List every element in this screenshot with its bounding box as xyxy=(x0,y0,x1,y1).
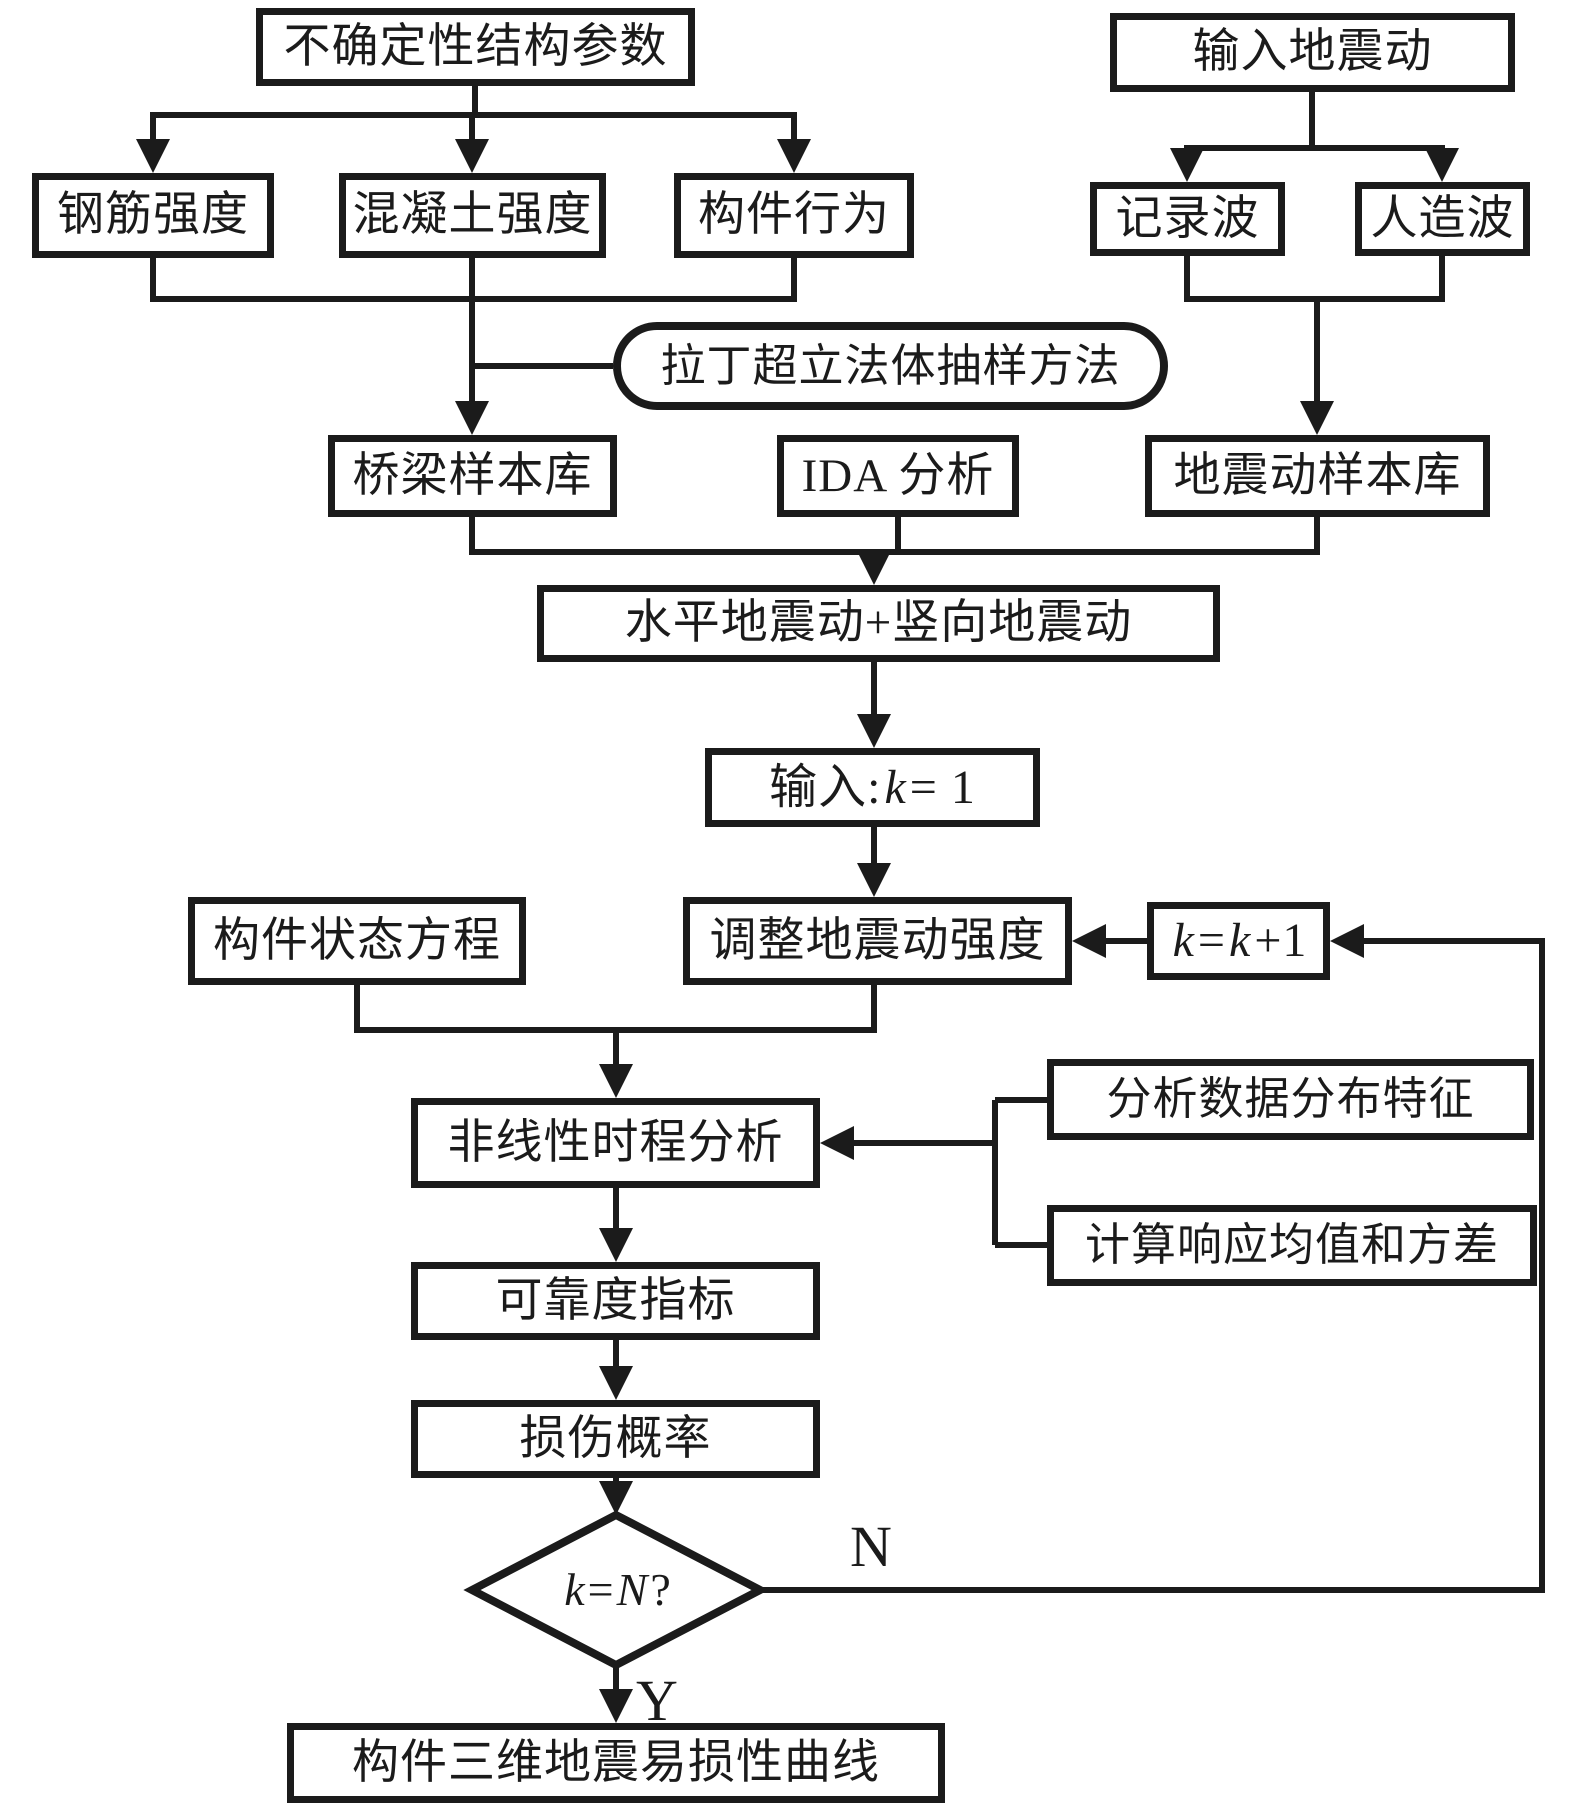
node-decision-k-equals-n: k = N ? xyxy=(472,1550,760,1630)
node-compute-mean-variance: 计算响应均值和方差 xyxy=(1047,1205,1537,1286)
node-input-ground-motion-label: 输入地震动 xyxy=(1192,26,1433,78)
node-adjust-intensity-label: 调整地震动强度 xyxy=(709,914,1046,967)
node-ida-analysis-label: IDA 分析 xyxy=(801,449,995,502)
arrowhead-fragility xyxy=(599,1689,633,1723)
init-k-prefix: 输入: xyxy=(769,760,882,814)
arrowhead-increment xyxy=(1330,924,1364,958)
node-adjust-intensity: 调整地震动强度 xyxy=(683,897,1072,985)
arrowhead-concrete xyxy=(455,139,489,173)
node-nonlinear-time-history-label: 非线性时程分析 xyxy=(447,1116,784,1169)
node-component-behavior: 构件行为 xyxy=(674,173,914,258)
node-ida-analysis: IDA 分析 xyxy=(777,435,1019,517)
node-horizontal-plus-vertical: 水平地震动+竖向地震动 xyxy=(537,585,1220,662)
arrowhead-gm-library xyxy=(1300,401,1334,435)
edge-wave-merge xyxy=(1184,256,1445,403)
decision-op: = xyxy=(587,1564,614,1615)
branch-label-yes: Y xyxy=(636,1668,678,1733)
node-bridge-sample-library-label: 桥梁样本库 xyxy=(352,449,593,502)
init-k-var: k xyxy=(884,760,907,814)
arrowhead-decision xyxy=(599,1481,633,1515)
node-concrete-strength-label: 混凝土强度 xyxy=(352,189,593,241)
node-rebar-strength: 钢筋强度 xyxy=(32,173,274,258)
node-lhs-method-label: 拉丁超立法体抽样方法 xyxy=(660,340,1121,391)
decision-rest: ? xyxy=(650,1564,671,1615)
node-rebar-strength-label: 钢筋强度 xyxy=(57,189,249,241)
node-damage-probability-label: 损伤概率 xyxy=(519,1412,712,1465)
node-artificial-wave: 人造波 xyxy=(1355,182,1530,256)
node-concrete-strength: 混凝土强度 xyxy=(339,173,606,258)
edge-sample-merge xyxy=(469,517,1320,555)
node-artificial-wave-label: 人造波 xyxy=(1370,192,1515,245)
node-init-k: 输入: k = 1 xyxy=(705,748,1040,827)
edge-uncertain-merge xyxy=(150,258,797,403)
arrowhead-damage xyxy=(599,1366,633,1400)
arrowhead-artificial xyxy=(1425,148,1459,182)
decision-v2: N xyxy=(616,1564,648,1615)
edge-feedback-loop xyxy=(760,938,1545,1593)
arrowhead-rebar xyxy=(136,139,170,173)
increment-k-v2: k xyxy=(1229,914,1252,967)
node-recorded-wave-label: 记录波 xyxy=(1115,192,1260,245)
arrowhead-init xyxy=(857,714,891,748)
node-component-state-equation-label: 构件状态方程 xyxy=(213,914,501,967)
node-reliability-index-label: 可靠度指标 xyxy=(495,1274,736,1327)
edge-params-split xyxy=(150,86,797,140)
node-fragility-curve-label: 构件三维地震易损性曲线 xyxy=(352,1736,880,1789)
node-damage-probability: 损伤概率 xyxy=(411,1400,820,1478)
node-component-state-equation: 构件状态方程 xyxy=(188,897,526,985)
increment-k-rest: +1 xyxy=(1254,914,1308,967)
node-ground-motion-sample-library-label: 地震动样本库 xyxy=(1173,449,1462,502)
node-analyze-distribution-label: 分析数据分布特征 xyxy=(1106,1074,1475,1124)
branch-label-no: N xyxy=(850,1514,892,1579)
node-input-ground-motion: 输入地震动 xyxy=(1110,13,1515,92)
arrowhead-tha-right xyxy=(820,1126,854,1160)
increment-k-v1: k xyxy=(1172,914,1195,967)
node-compute-mean-variance-label: 计算响应均值和方差 xyxy=(1084,1220,1499,1270)
node-reliability-index: 可靠度指标 xyxy=(411,1262,820,1340)
decision-diamond xyxy=(463,1510,769,1670)
node-uncertain-params: 不确定性结构参数 xyxy=(256,8,695,86)
node-uncertain-params-label: 不确定性结构参数 xyxy=(283,20,668,73)
arrowhead-motion xyxy=(857,551,891,585)
node-horizontal-plus-vertical-label: 水平地震动+竖向地震动 xyxy=(624,597,1133,649)
node-lhs-method: 拉丁超立法体抽样方法 xyxy=(613,322,1168,410)
arrowhead-adjust-from-init xyxy=(857,863,891,897)
arrowhead-reliability xyxy=(599,1228,633,1262)
edge-state-merge xyxy=(354,985,877,1066)
increment-k-op: = xyxy=(1197,914,1226,967)
decision-v1: k xyxy=(564,1564,585,1615)
arrowhead-adjust-from-increment xyxy=(1072,924,1106,958)
arrowhead-bridge-library xyxy=(455,401,489,435)
node-recorded-wave: 记录波 xyxy=(1090,182,1285,256)
node-ground-motion-sample-library: 地震动样本库 xyxy=(1145,435,1490,517)
arrowhead-tha-top xyxy=(599,1064,633,1098)
node-fragility-curve: 构件三维地震易损性曲线 xyxy=(287,1723,945,1803)
init-k-rest: = 1 xyxy=(909,760,976,814)
node-component-behavior-label: 构件行为 xyxy=(698,189,890,241)
node-nonlinear-time-history: 非线性时程分析 xyxy=(411,1098,820,1188)
edge-stats-to-tha xyxy=(852,1097,1047,1248)
node-bridge-sample-library: 桥梁样本库 xyxy=(328,435,617,517)
arrowhead-behavior xyxy=(777,139,811,173)
node-analyze-distribution: 分析数据分布特征 xyxy=(1047,1059,1534,1140)
arrowhead-recorded xyxy=(1170,148,1204,182)
arrowheads xyxy=(136,139,1459,1723)
node-increment-k: k = k +1 xyxy=(1147,902,1330,980)
edge-ground-motion-split xyxy=(1184,92,1445,151)
